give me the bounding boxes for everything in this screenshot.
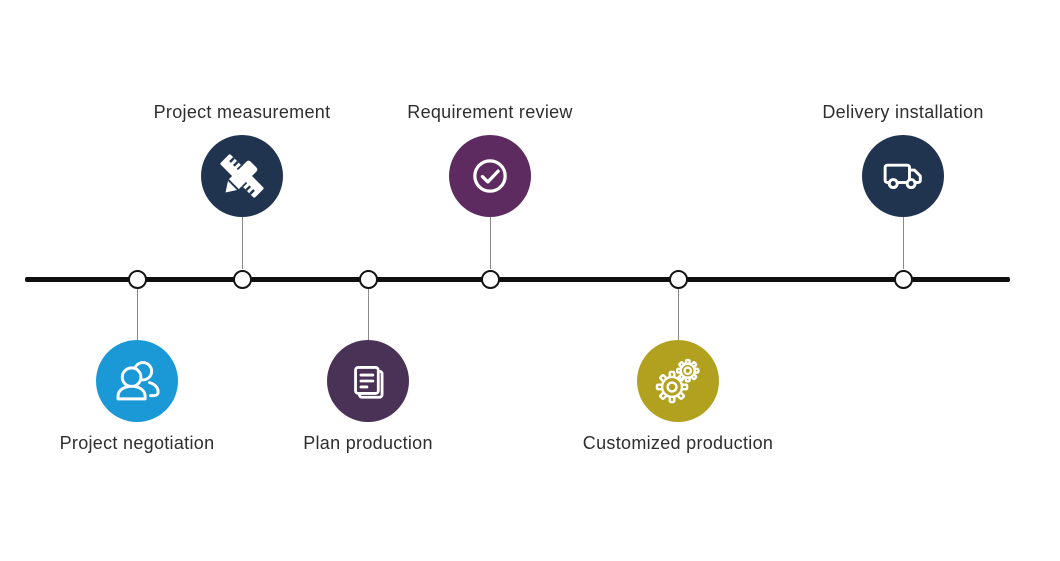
step-connector: [136, 289, 138, 341]
timeline-node: [893, 269, 913, 289]
step-connector: [902, 216, 904, 269]
step-connector: [367, 289, 369, 341]
people-icon: [111, 355, 163, 407]
step-bubble: [327, 340, 409, 422]
timeline-node: [358, 269, 378, 289]
step-bubble: [637, 340, 719, 422]
step-label: Project negotiation: [59, 433, 215, 453]
step-label: Plan production: [303, 433, 433, 453]
step-label: Project measurement: [153, 102, 331, 122]
step-connector: [677, 289, 679, 341]
timeline-node: [668, 269, 688, 289]
timeline-node: [232, 269, 252, 289]
step-bubble: [201, 135, 283, 217]
check-circle-icon: [464, 150, 516, 202]
ruler-pencil-icon: [216, 150, 268, 202]
step-bubble: [862, 135, 944, 217]
step-bubble: [96, 340, 178, 422]
timeline-axis: [25, 276, 1010, 282]
step-label: Delivery installation: [822, 102, 984, 122]
truck-icon: [877, 150, 929, 202]
step-connector: [489, 216, 491, 269]
gears-icon: [652, 355, 704, 407]
timeline-node: [127, 269, 147, 289]
step-bubble: [449, 135, 531, 217]
document-icon: [342, 355, 394, 407]
step-connector: [241, 216, 243, 269]
timeline-node: [480, 269, 500, 289]
step-label: Requirement review: [407, 102, 573, 122]
step-label: Customized production: [582, 433, 774, 453]
